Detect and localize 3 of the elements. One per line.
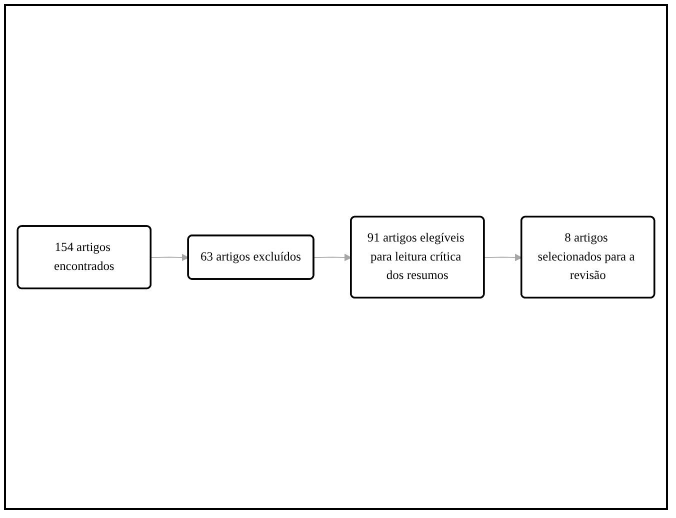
- arrow: [150, 254, 189, 261]
- arrow: [313, 254, 352, 261]
- arrow: [484, 254, 522, 261]
